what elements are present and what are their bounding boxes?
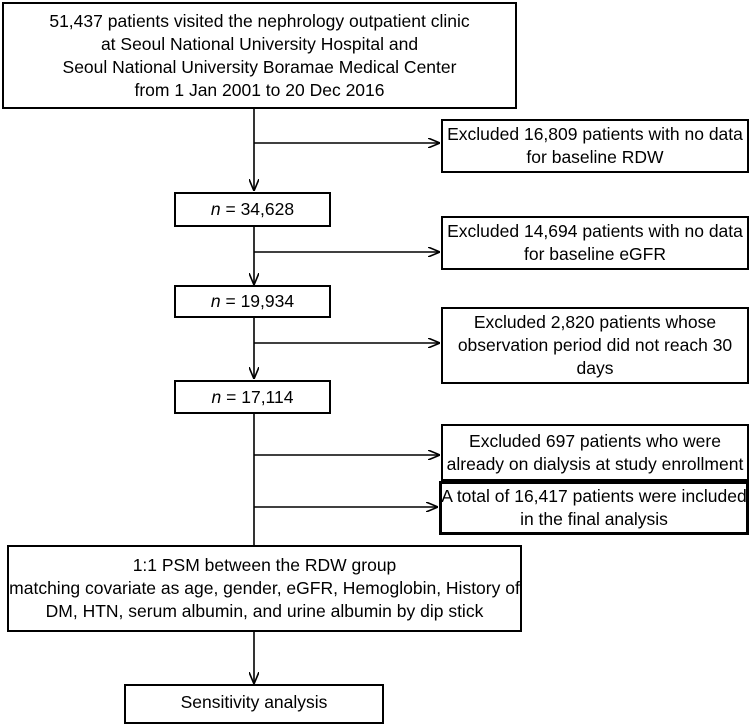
count-box-34628: n = 34,628 bbox=[174, 192, 331, 227]
start-line: from 1 Jan 2001 to 20 Dec 2016 bbox=[134, 79, 385, 100]
included-line: in the final analysis bbox=[520, 509, 668, 529]
count-value: = 34,628 bbox=[220, 199, 295, 219]
psm-box: 1:1 PSM between the RDW group matching c… bbox=[7, 545, 522, 632]
exclusion-line: already on dialysis at study enrollment bbox=[446, 453, 744, 474]
psm-line: DM, HTN, serum albumin, and urine albumi… bbox=[45, 601, 484, 621]
exclusion-line: observation period did not reach 30 bbox=[457, 335, 733, 355]
count-n-symbol: n bbox=[211, 386, 222, 407]
exclusion-line: for baseline RDW bbox=[526, 147, 664, 167]
included-line: A total of 16,417 patients were included bbox=[441, 486, 747, 506]
psm-line: matching covariate as age, gender, eGFR,… bbox=[9, 578, 520, 598]
start-line: at Seoul National University Hospital an… bbox=[100, 33, 419, 54]
count-value: = 19,934 bbox=[220, 291, 295, 311]
exclusion-box-observation: Excluded 2,820 patients whose observatio… bbox=[441, 307, 749, 384]
sensitivity-box: Sensitivity analysis bbox=[124, 684, 384, 724]
exclusion-line: Excluded 14,694 patients with no data bbox=[447, 221, 743, 241]
flowchart-connectors bbox=[0, 109, 753, 696]
exclusion-line: days bbox=[576, 358, 614, 378]
start-line: 51,437 patients visited the nephrology o… bbox=[49, 10, 470, 31]
count-box-19934: n = 19,934 bbox=[174, 285, 331, 318]
count-n-symbol: n bbox=[210, 291, 221, 311]
exclusion-box-egfr: Excluded 14,694 patients with no data fo… bbox=[441, 216, 749, 270]
exclusion-box-rdw: Excluded 16,809 patients with no data fo… bbox=[441, 119, 749, 173]
psm-line: 1:1 PSM between the RDW group bbox=[132, 555, 397, 575]
count-n-symbol: n bbox=[210, 199, 221, 219]
start-box: 51,437 patients visited the nephrology o… bbox=[2, 2, 517, 109]
exclusion-line: Excluded 2,820 patients whose bbox=[473, 312, 717, 332]
count-value: = 17,114 bbox=[221, 386, 294, 407]
exclusion-line: for baseline eGFR bbox=[523, 244, 666, 264]
exclusion-box-dialysis: Excluded 697 patients who were already o… bbox=[441, 424, 749, 481]
sensitivity-label: Sensitivity analysis bbox=[180, 692, 328, 712]
start-line: Seoul National University Boramae Medica… bbox=[62, 56, 457, 77]
exclusion-line: Excluded 16,809 patients with no data bbox=[447, 124, 743, 144]
exclusion-line: Excluded 697 patients who were bbox=[469, 430, 721, 451]
included-box: A total of 16,417 patients were included… bbox=[439, 481, 749, 535]
count-box-17114: n = 17,114 bbox=[174, 380, 331, 414]
